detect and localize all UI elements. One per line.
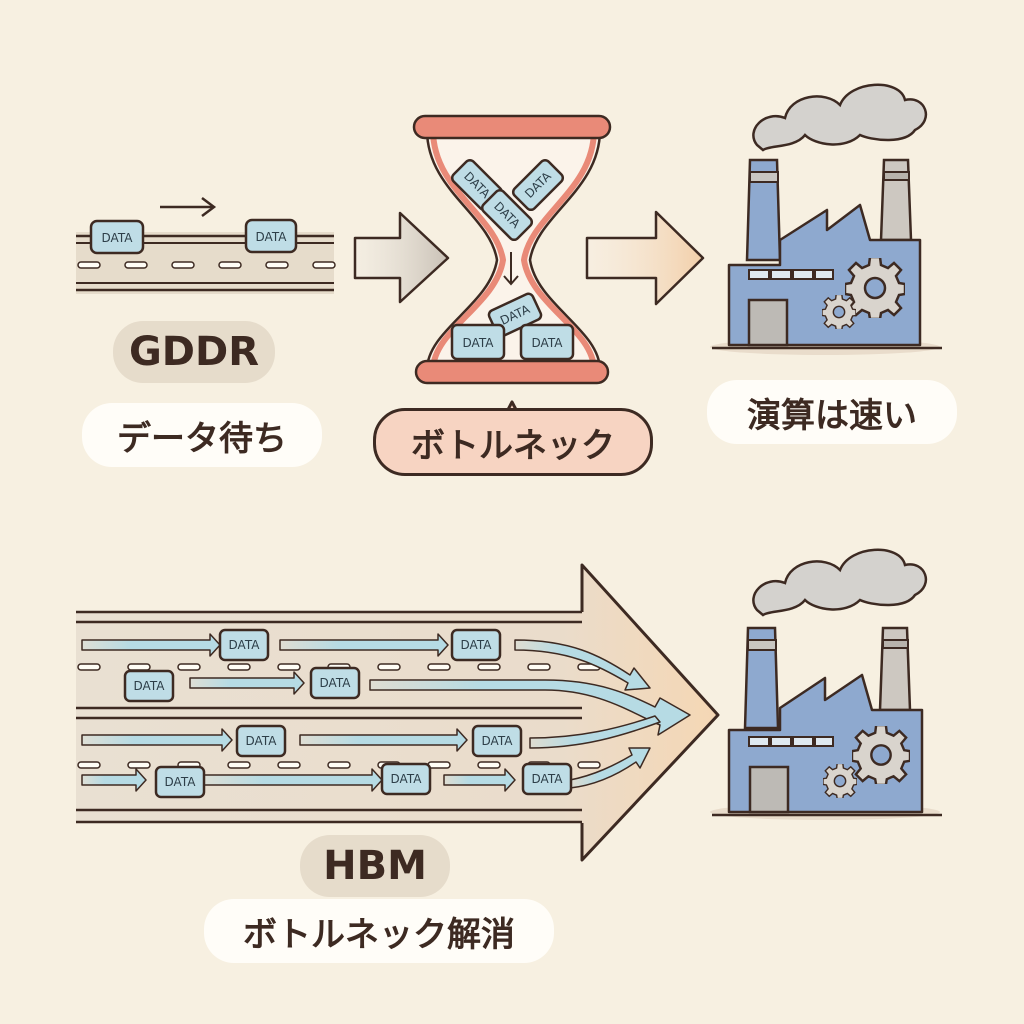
arrow-right-icon: [199, 768, 383, 792]
svg-text:DATA: DATA: [532, 336, 564, 350]
arrow-right-icon: [369, 679, 691, 736]
arrow-right-icon: [81, 768, 147, 792]
bottleneck-label: ボトルネック: [373, 408, 653, 476]
data-block: DATA: [450, 323, 506, 361]
arrow-right-icon: [514, 639, 651, 691]
arrow-right-icon: [279, 633, 449, 657]
data-block: DATA: [235, 724, 287, 758]
smoke-icon: [752, 83, 927, 152]
svg-text:DATA: DATA: [246, 734, 278, 748]
svg-text:DATA: DATA: [391, 772, 423, 786]
svg-text:DATA: DATA: [482, 734, 514, 748]
data-block: DATA: [218, 628, 270, 662]
data-block: DATA: [450, 628, 502, 662]
lane-dashes: [77, 663, 601, 671]
svg-text:DATA: DATA: [229, 638, 261, 652]
gear-icon: [822, 295, 856, 329]
lane-dash: [477, 663, 501, 671]
svg-text:DATA: DATA: [320, 676, 352, 690]
gear-icon: [852, 726, 910, 784]
lane-dash: [427, 663, 451, 671]
lane-dash: [577, 761, 601, 769]
svg-text:DATA: DATA: [463, 336, 495, 350]
arrow-right-icon: [81, 633, 221, 657]
data-block: DATA: [154, 765, 206, 799]
hourglass-icon: [412, 114, 612, 385]
lane-dashes: [77, 261, 336, 269]
data-block: DATA: [380, 762, 432, 796]
svg-text:DATA: DATA: [134, 679, 166, 693]
arrow-right-icon: [443, 768, 516, 792]
svg-text:DATA: DATA: [256, 230, 288, 244]
data-block: DATA: [519, 323, 575, 361]
gddr-caption: データ待ち: [82, 403, 322, 467]
hbm-caption: ボトルネック解消: [204, 899, 554, 963]
svg-text:DATA: DATA: [102, 231, 134, 245]
data-block: DATA: [123, 669, 175, 703]
lane-dash: [127, 761, 151, 769]
factory-icon: [710, 548, 942, 820]
lane-dash: [77, 663, 101, 671]
svg-text:DATA: DATA: [461, 638, 493, 652]
lane-dash: [227, 663, 251, 671]
data-block: DATA: [521, 762, 573, 796]
data-block: DATA: [471, 724, 523, 758]
factory-icon: [710, 83, 942, 355]
arrow-right-icon: [299, 728, 468, 752]
lane-dash: [477, 761, 501, 769]
arrow-right-icon: [569, 747, 651, 789]
lane-dash: [277, 663, 301, 671]
arrow-right-icon: [353, 211, 450, 304]
data-block: DATA: [511, 158, 565, 212]
data-block: DATA: [309, 666, 361, 700]
lane-dash: [377, 663, 401, 671]
lane-dash: [177, 663, 201, 671]
svg-text:DATA: DATA: [532, 772, 564, 786]
flow-arrows: [81, 633, 691, 792]
compute-fast-caption: 演算は速い: [707, 380, 957, 444]
data-block: DATA: [244, 218, 298, 254]
lane-dash: [527, 663, 551, 671]
svg-text:DATA: DATA: [165, 775, 197, 789]
smoke-icon: [752, 548, 927, 617]
hbm-wide-road-arrow: [76, 563, 720, 862]
lane-dash: [277, 761, 301, 769]
arrow-right-icon: [81, 728, 233, 752]
hourglass-down-arrow-icon: [503, 252, 519, 286]
arrow-right-icon: [189, 671, 305, 695]
arrow-right-icon: [585, 210, 705, 306]
lane-dash: [327, 761, 351, 769]
gear-icon: [823, 764, 857, 798]
data-block: DATA: [89, 219, 145, 255]
gddr-label: GDDR: [113, 321, 275, 383]
data-block: DATA: [480, 188, 534, 242]
lane-dash: [77, 761, 101, 769]
hbm-label: HBM: [300, 835, 450, 897]
lane-dash: [227, 761, 251, 769]
gddr-direction-arrow-icon: [160, 197, 217, 217]
lane-dash: [127, 663, 151, 671]
arrow-right-icon: [529, 715, 661, 749]
lane-dash: [427, 761, 451, 769]
